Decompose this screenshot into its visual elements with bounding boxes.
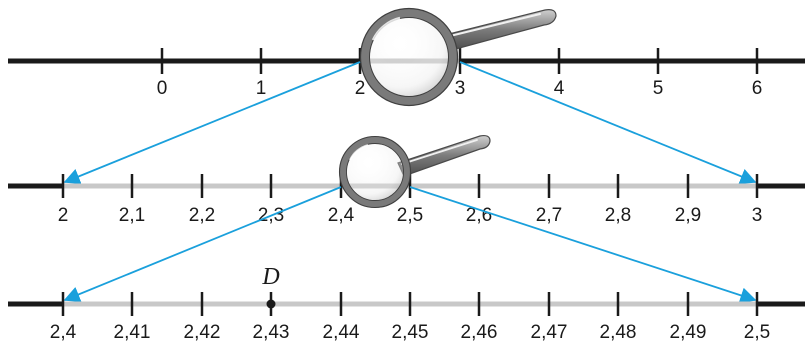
tick-label-line3-7: 2,47 <box>531 322 568 343</box>
tick-label-line3-10: 2,5 <box>744 322 770 343</box>
tick-label-line3-8: 2,48 <box>600 322 637 343</box>
tick-label-line3-1: 2,41 <box>114 322 151 343</box>
tick-label-line2-4: 2,4 <box>328 205 355 226</box>
tick-label-line1-6: 6 <box>752 78 763 99</box>
tick-label-line1-4: 4 <box>554 78 565 99</box>
number-line-3: 2,4 2,41 2,42 2,43 2,44 2,45 2,46 2,47 2… <box>8 264 805 343</box>
tick-label-line3-3: 2,43 <box>253 322 290 343</box>
tick-label-line3-4: 2,44 <box>323 322 360 343</box>
tick-label-line2-9: 2,9 <box>675 205 701 226</box>
zoom-arrow-left-2 <box>65 187 341 300</box>
tick-label-line1-3: 3 <box>455 78 466 99</box>
tick-label-line2-7: 2,7 <box>536 205 562 226</box>
zoom-arrow-left-1 <box>65 62 360 182</box>
tick-label-line3-5: 2,45 <box>392 322 429 343</box>
tick-label-line2-5: 2,5 <box>397 205 423 226</box>
tick-label-line3-2: 2,42 <box>184 322 221 343</box>
magnifying-glass-icon-2 <box>340 136 491 208</box>
point-d-label: D <box>261 264 279 290</box>
tick-label-line2-8: 2,8 <box>605 205 631 226</box>
tick-label-line2-6: 2,6 <box>466 205 492 226</box>
point-d-marker <box>267 300 276 309</box>
tick-label-line3-6: 2,46 <box>461 322 498 343</box>
tick-label-line1-2: 2 <box>355 78 366 99</box>
tick-label-line2-2: 2,2 <box>189 205 215 226</box>
tick-label-line1-5: 5 <box>653 78 664 99</box>
tick-label-line3-0: 2,4 <box>50 322 77 343</box>
tick-label-line2-0: 2 <box>58 205 69 226</box>
zoom-arrow-right-1 <box>460 62 755 182</box>
zoom-arrow-right-2 <box>410 187 755 300</box>
tick-label-line1-1: 1 <box>256 78 267 99</box>
tick-label-line2-10: 3 <box>752 205 763 226</box>
tick-label-line2-1: 2,1 <box>119 205 145 226</box>
tick-label-line3-9: 2,49 <box>670 322 707 343</box>
tick-label-line1-0: 0 <box>157 78 168 99</box>
